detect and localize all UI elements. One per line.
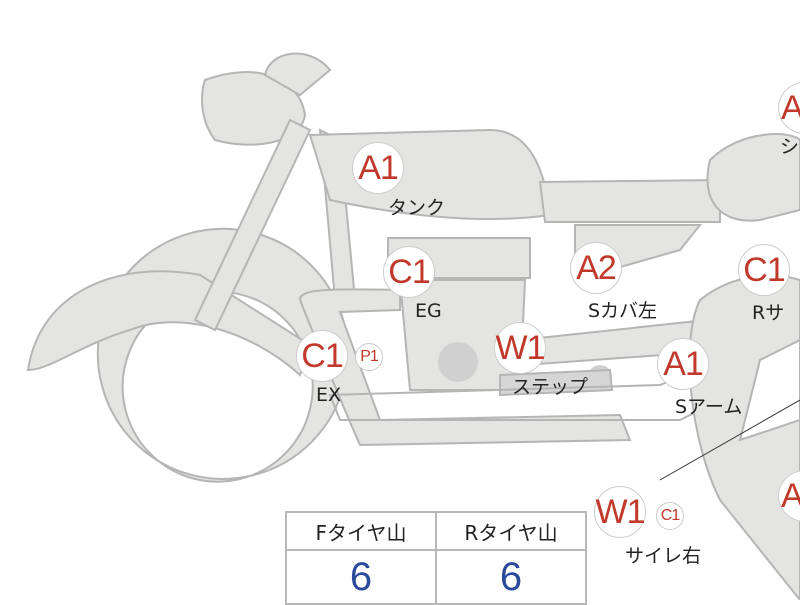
label-silencer-right: サイレ右 xyxy=(625,545,702,567)
badge-rear-suspension[interactable]: C1 xyxy=(738,244,790,296)
rear-tire-value[interactable]: 6 xyxy=(435,549,587,605)
label-seat: シ xyxy=(780,136,800,158)
badge-side-cover-left[interactable]: A2 xyxy=(570,242,622,294)
badge-seat[interactable]: A xyxy=(778,82,800,134)
badge-swing-arm[interactable]: A1 xyxy=(657,338,709,390)
badge-step[interactable]: W1 xyxy=(494,322,546,374)
label-exhaust: EX xyxy=(316,384,342,406)
badge-engine[interactable]: C1 xyxy=(383,246,435,298)
rear-tire-header: Rタイヤ山 xyxy=(435,511,587,551)
badge-rear-wheel[interactable]: A xyxy=(778,470,800,522)
label-swing-arm: Sアーム xyxy=(675,396,743,418)
badge-exhaust[interactable]: C1 xyxy=(296,330,348,382)
badge-silencer-right-sub[interactable]: C1 xyxy=(656,502,684,530)
front-tire-value[interactable]: 6 xyxy=(285,549,437,605)
front-tire-header: Fタイヤ山 xyxy=(285,511,437,551)
label-side-cover-left: Sカバ左 xyxy=(588,300,658,322)
label-rear-suspension: Rサ xyxy=(752,302,785,324)
label-engine: EG xyxy=(415,300,442,322)
badge-tank[interactable]: A1 xyxy=(352,142,404,194)
badge-exhaust-sub[interactable]: P1 xyxy=(355,343,383,371)
label-tank: タンク xyxy=(388,197,446,219)
label-step: ステップ xyxy=(512,376,589,398)
badge-silencer-right[interactable]: W1 xyxy=(594,486,646,538)
